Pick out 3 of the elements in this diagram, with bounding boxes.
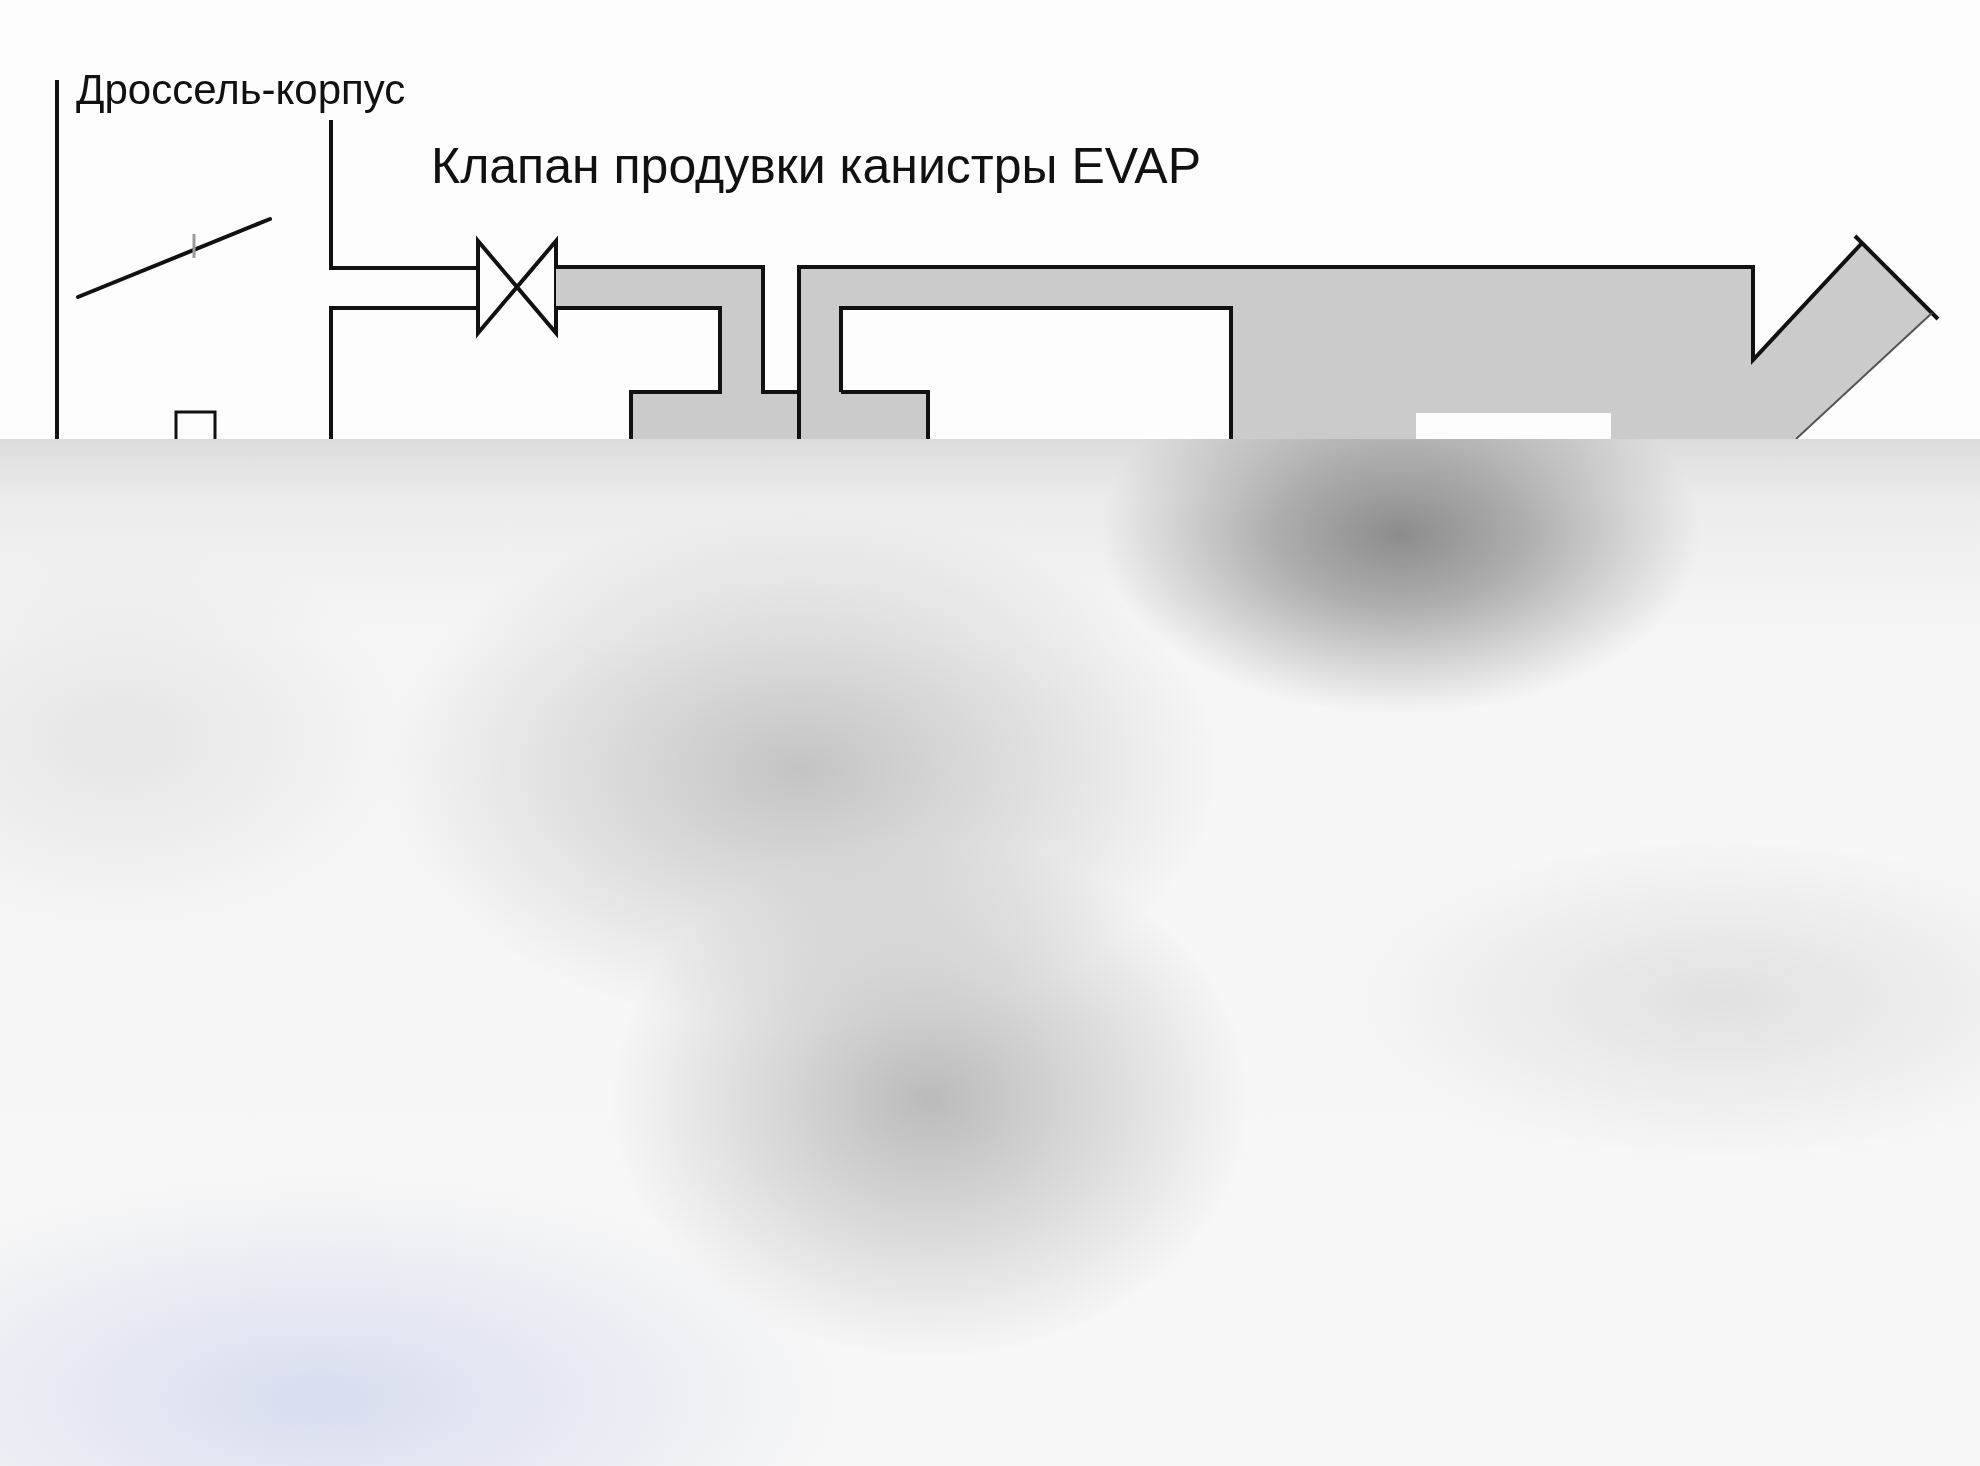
valve-symbol (476, 235, 558, 339)
part-label: Дроссель-корпус (76, 66, 406, 114)
part-label: Клапан продувки канистры EVAP (431, 137, 1202, 195)
